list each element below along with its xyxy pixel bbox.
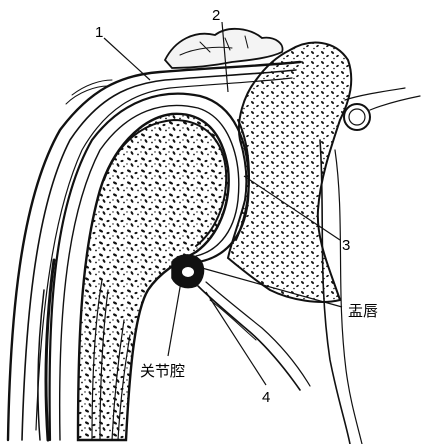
label-2: 2 xyxy=(212,7,220,24)
scapula-glenoid xyxy=(228,43,351,302)
leader-cavity xyxy=(168,276,182,356)
label-1: 1 xyxy=(95,24,103,41)
label-labrum: 盂唇 xyxy=(348,302,378,320)
label-4: 4 xyxy=(262,389,270,406)
humerus xyxy=(78,114,229,440)
leader-1 xyxy=(104,38,150,80)
label-3: 3 xyxy=(342,237,350,254)
coracoid-process xyxy=(344,88,420,130)
label-joint-cavity: 关节腔 xyxy=(140,362,185,380)
glenoid-labrum xyxy=(172,255,203,288)
